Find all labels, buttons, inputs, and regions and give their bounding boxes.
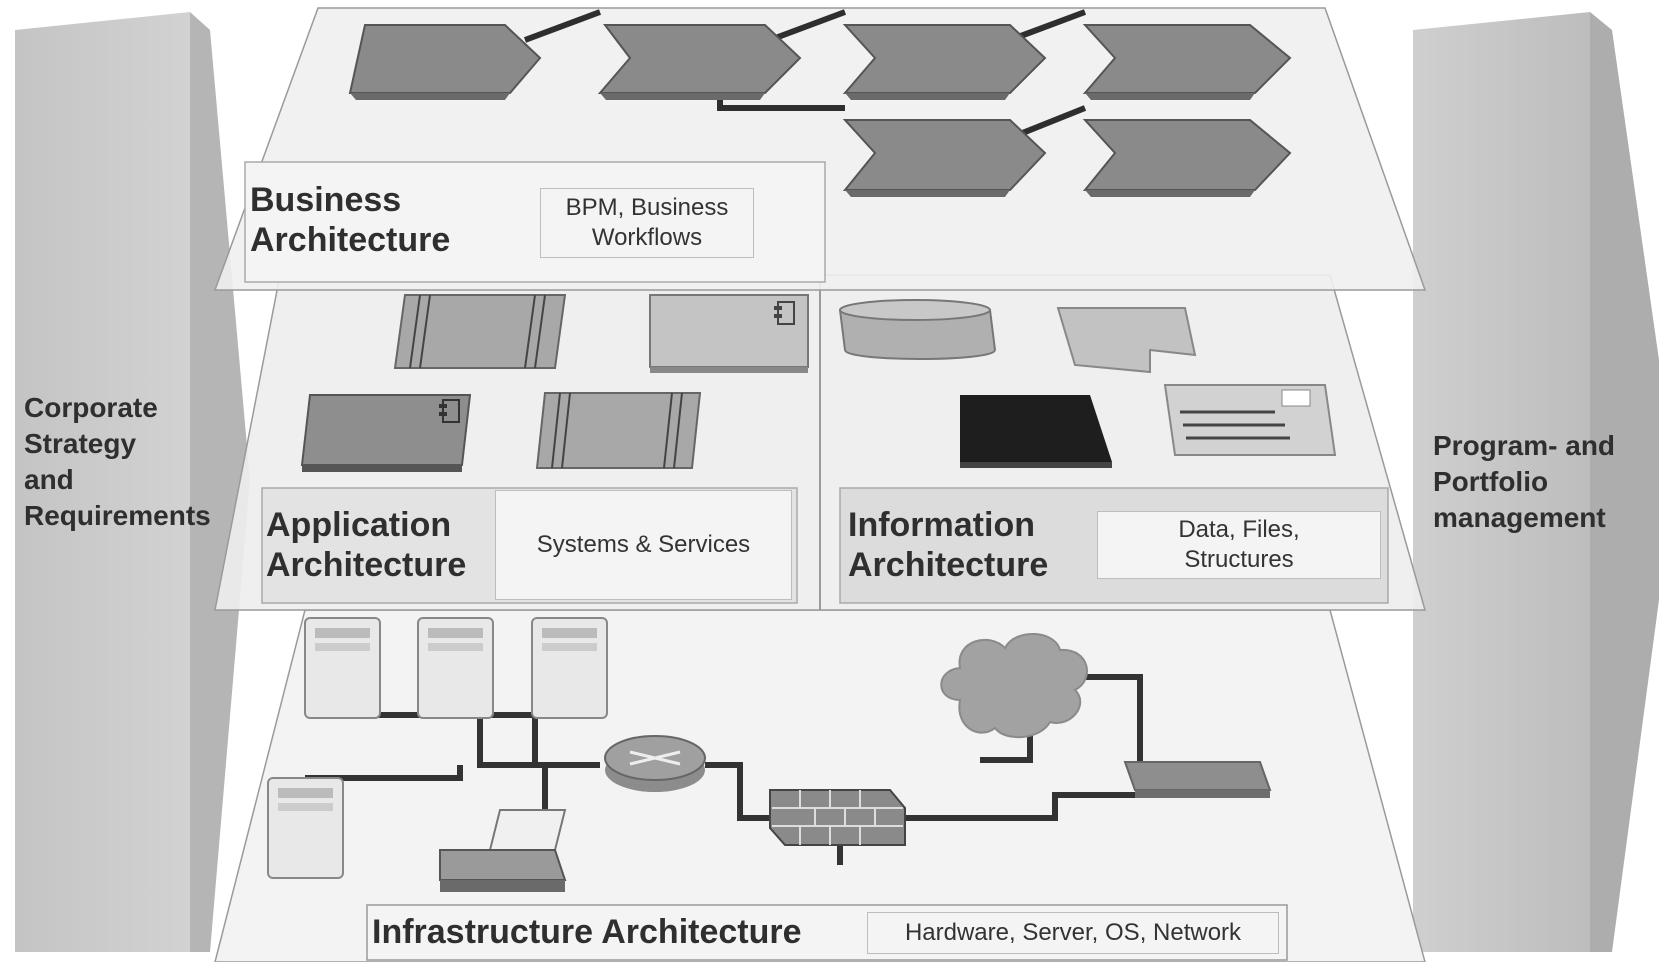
server-icon [531, 617, 608, 719]
switch-icon [1123, 761, 1272, 798]
infrastructure-title: Infrastructure Architecture [372, 913, 802, 951]
process-step-icon [1082, 119, 1292, 197]
business-title: Business Architecture [250, 181, 451, 259]
cloud-icon [940, 633, 1088, 739]
business-plane [213, 7, 1427, 291]
server-icon [417, 617, 494, 719]
right-pillar [1413, 12, 1659, 952]
application-tag: Systems & Services [495, 490, 792, 600]
process-step-icon [348, 24, 542, 100]
server-icon [267, 777, 344, 879]
server-icon [304, 617, 381, 719]
document-icon [1056, 307, 1197, 374]
left-pillar [15, 12, 250, 952]
process-step-icon [842, 24, 1047, 100]
business-tag: BPM, Business Workflows [540, 188, 754, 258]
router-icon [604, 735, 706, 792]
information-tag: Data, Files, Structures [1097, 511, 1381, 579]
information-title: Information Architecture [848, 506, 1049, 584]
application-title: Application Architecture [266, 506, 467, 584]
application-component-icon [535, 392, 702, 469]
printer-icon [439, 809, 567, 892]
data-block-icon [960, 395, 1112, 468]
infrastructure-plane [214, 609, 1426, 962]
process-step-icon [597, 24, 802, 100]
application-component-icon [300, 394, 472, 472]
process-step-icon [1082, 24, 1292, 100]
application-component-icon [393, 294, 567, 369]
firewall-icon [769, 789, 906, 846]
right-pillar-label: Program- and Portfolio management [1433, 430, 1616, 533]
application-component-icon [649, 294, 809, 373]
process-step-icon [842, 119, 1047, 197]
left-pillar-label: Corporate Strategy and Requirements [24, 392, 211, 531]
infrastructure-tag: Hardware, Server, OS, Network [867, 912, 1279, 954]
file-structure-icon [1163, 384, 1337, 456]
database-icon [838, 299, 997, 360]
